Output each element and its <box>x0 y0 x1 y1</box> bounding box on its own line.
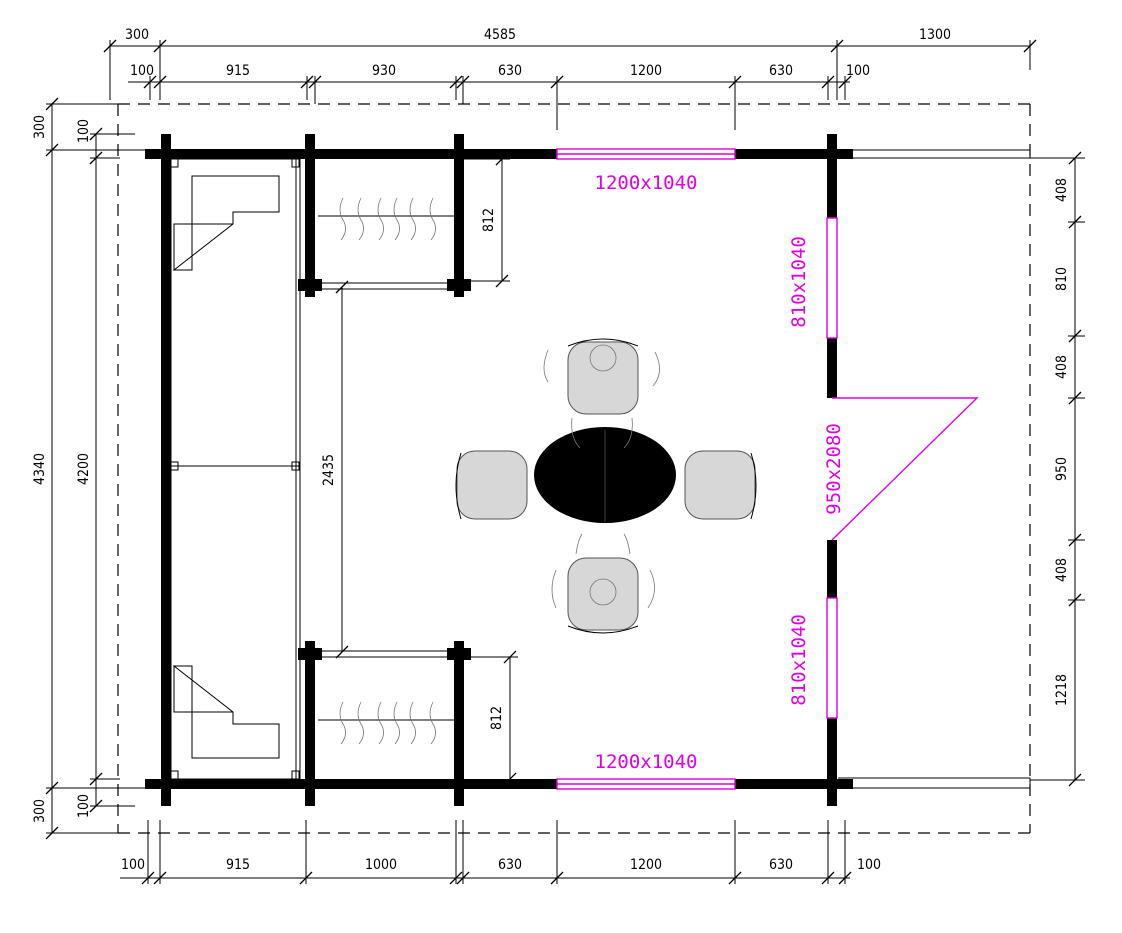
dim-left-300-bottom: 300 <box>32 799 48 823</box>
window-right-bottom <box>826 597 838 719</box>
chair-bottom <box>551 533 655 634</box>
dim-top-100-right: 100 <box>846 63 870 79</box>
label-window-bottom: 1200x1040 <box>595 751 698 773</box>
label-window-top: 1200x1040 <box>595 172 698 194</box>
dim-top-630-right: 630 <box>769 63 793 79</box>
dim-right-1218: 1218 <box>1054 674 1070 706</box>
dim-top-1300: 1300 <box>919 27 951 43</box>
dim-bottom-1000: 1000 <box>365 857 397 873</box>
dim-top-4585: 4585 <box>484 27 516 43</box>
dim-left-100-top: 100 <box>76 119 92 143</box>
dim-left-100-bottom: 100 <box>76 794 92 818</box>
dim-top-930: 930 <box>372 63 396 79</box>
closet-top <box>318 197 454 290</box>
dim-right-408-2: 408 <box>1054 355 1070 379</box>
dining-set <box>455 338 757 634</box>
door-right <box>831 397 979 541</box>
label-window-right-bottom: 810x1040 <box>788 614 810 706</box>
dim-top-300: 300 <box>125 27 149 43</box>
dim-left-4200: 4200 <box>76 453 92 485</box>
dim-top-100-left: 100 <box>130 63 154 79</box>
dim-bottom-100-right: 100 <box>857 857 881 873</box>
walls <box>145 134 853 806</box>
dim-interior-2435: 2435 <box>321 454 337 486</box>
dim-left-300-top: 300 <box>32 115 48 139</box>
dim-bottom-630-left: 630 <box>498 857 522 873</box>
dim-right-408-3: 408 <box>1054 558 1070 582</box>
storage-zone <box>170 158 301 780</box>
window-right-top <box>826 217 838 339</box>
opening-labels: 1200x1040 1200x1040 810x1040 950x2080 81… <box>595 172 845 773</box>
dim-top-630-left: 630 <box>498 63 522 79</box>
dim-right-810: 810 <box>1054 267 1070 291</box>
openings <box>556 148 979 790</box>
dim-right-408-1: 408 <box>1054 178 1070 202</box>
chair-top <box>543 338 660 449</box>
chair-left <box>455 450 528 520</box>
dimension-lines <box>46 40 1085 884</box>
closet-bottom <box>318 650 454 745</box>
dimension-ticks <box>45 39 1082 885</box>
dim-bottom-915: 915 <box>226 857 250 873</box>
label-window-right-top: 810x1040 <box>788 236 810 328</box>
dim-left-4340: 4340 <box>32 453 48 485</box>
dim-top-915: 915 <box>226 63 250 79</box>
dimension-labels: 300 4585 1300 100 915 930 630 1200 630 1… <box>32 27 1070 873</box>
dim-interior-812-top: 812 <box>481 208 497 232</box>
dim-bottom-1200: 1200 <box>630 857 662 873</box>
dim-bottom-100-left: 100 <box>121 857 145 873</box>
dim-right-950: 950 <box>1054 457 1070 481</box>
dim-top-1200: 1200 <box>630 63 662 79</box>
dim-bottom-630-right: 630 <box>769 857 793 873</box>
overhang-outline <box>117 103 1031 834</box>
dim-interior-812-bottom: 812 <box>489 706 505 730</box>
chair-right <box>684 450 757 520</box>
label-door-right: 950x2080 <box>823 423 845 515</box>
